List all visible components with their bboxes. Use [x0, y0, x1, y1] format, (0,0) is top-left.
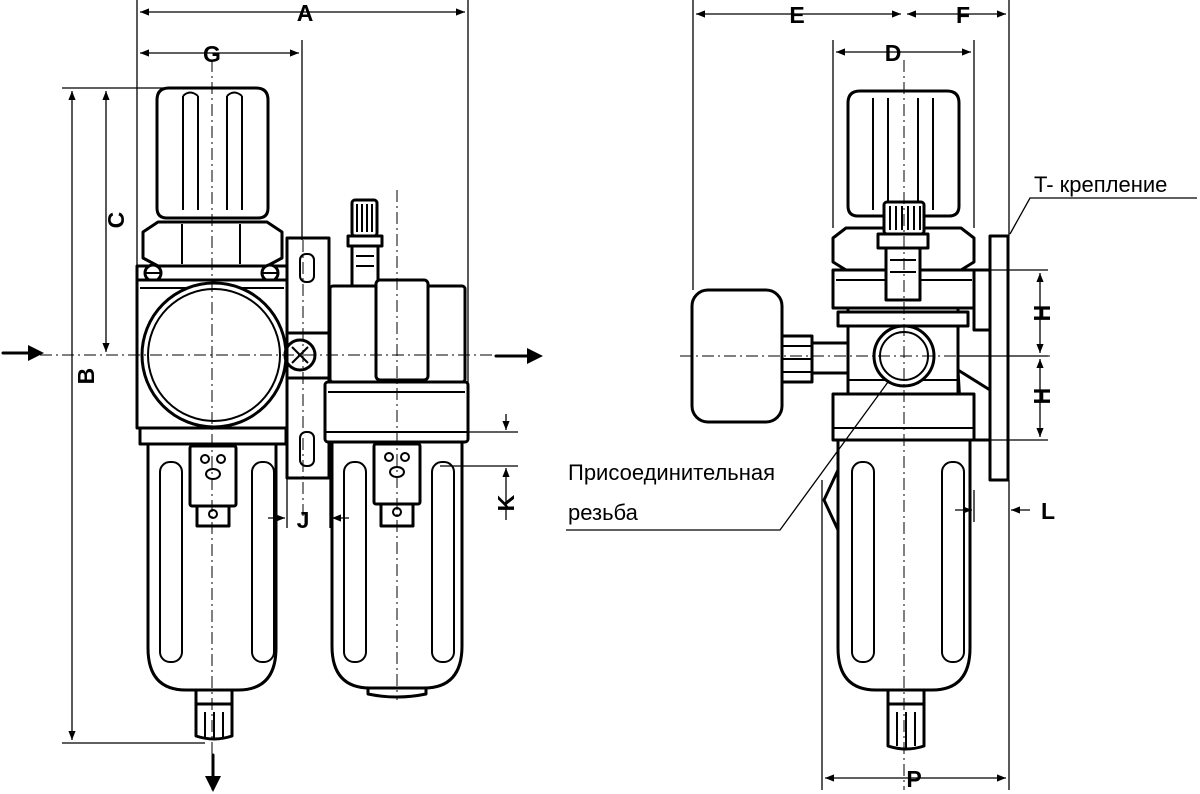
side-adjuster: [876, 200, 930, 302]
front-view: A G B C J K: [1, 0, 543, 792]
label-e: E: [789, 2, 804, 28]
bracket-slot-bottom: [299, 431, 315, 467]
side-gauge: [690, 288, 850, 424]
outlet-flow-arrow: [494, 348, 543, 364]
thread-callout-line2: резьба: [568, 500, 639, 525]
drain-valve: [194, 688, 234, 741]
label-h-lower: H: [1029, 388, 1055, 405]
inlet-flow-arrow: [1, 345, 44, 361]
sight-dome: [374, 278, 430, 382]
label-f: F: [956, 2, 970, 28]
lubricator-adjuster: [346, 198, 384, 288]
label-k: K: [493, 494, 519, 511]
screw-left: [143, 263, 163, 283]
mount-callout-label: T- крепление: [1034, 172, 1167, 197]
side-bowl: [822, 438, 972, 751]
label-l: L: [1041, 498, 1055, 524]
body-ring: [138, 426, 288, 446]
label-g: G: [203, 41, 221, 67]
label-p: P: [906, 766, 921, 792]
drain-flow-arrow: [205, 753, 221, 792]
bracket-slot-top: [299, 253, 315, 283]
thread-callout-line1: Присоединительная: [568, 460, 775, 485]
side-view: E F D H H L P T- крепление Присоединител…: [566, 0, 1197, 792]
label-h-upper: H: [1029, 305, 1055, 322]
label-d: D: [885, 40, 902, 66]
label-j: J: [297, 507, 310, 533]
label-c: C: [103, 212, 129, 229]
label-b: B: [73, 368, 99, 385]
label-a: A: [297, 0, 314, 26]
